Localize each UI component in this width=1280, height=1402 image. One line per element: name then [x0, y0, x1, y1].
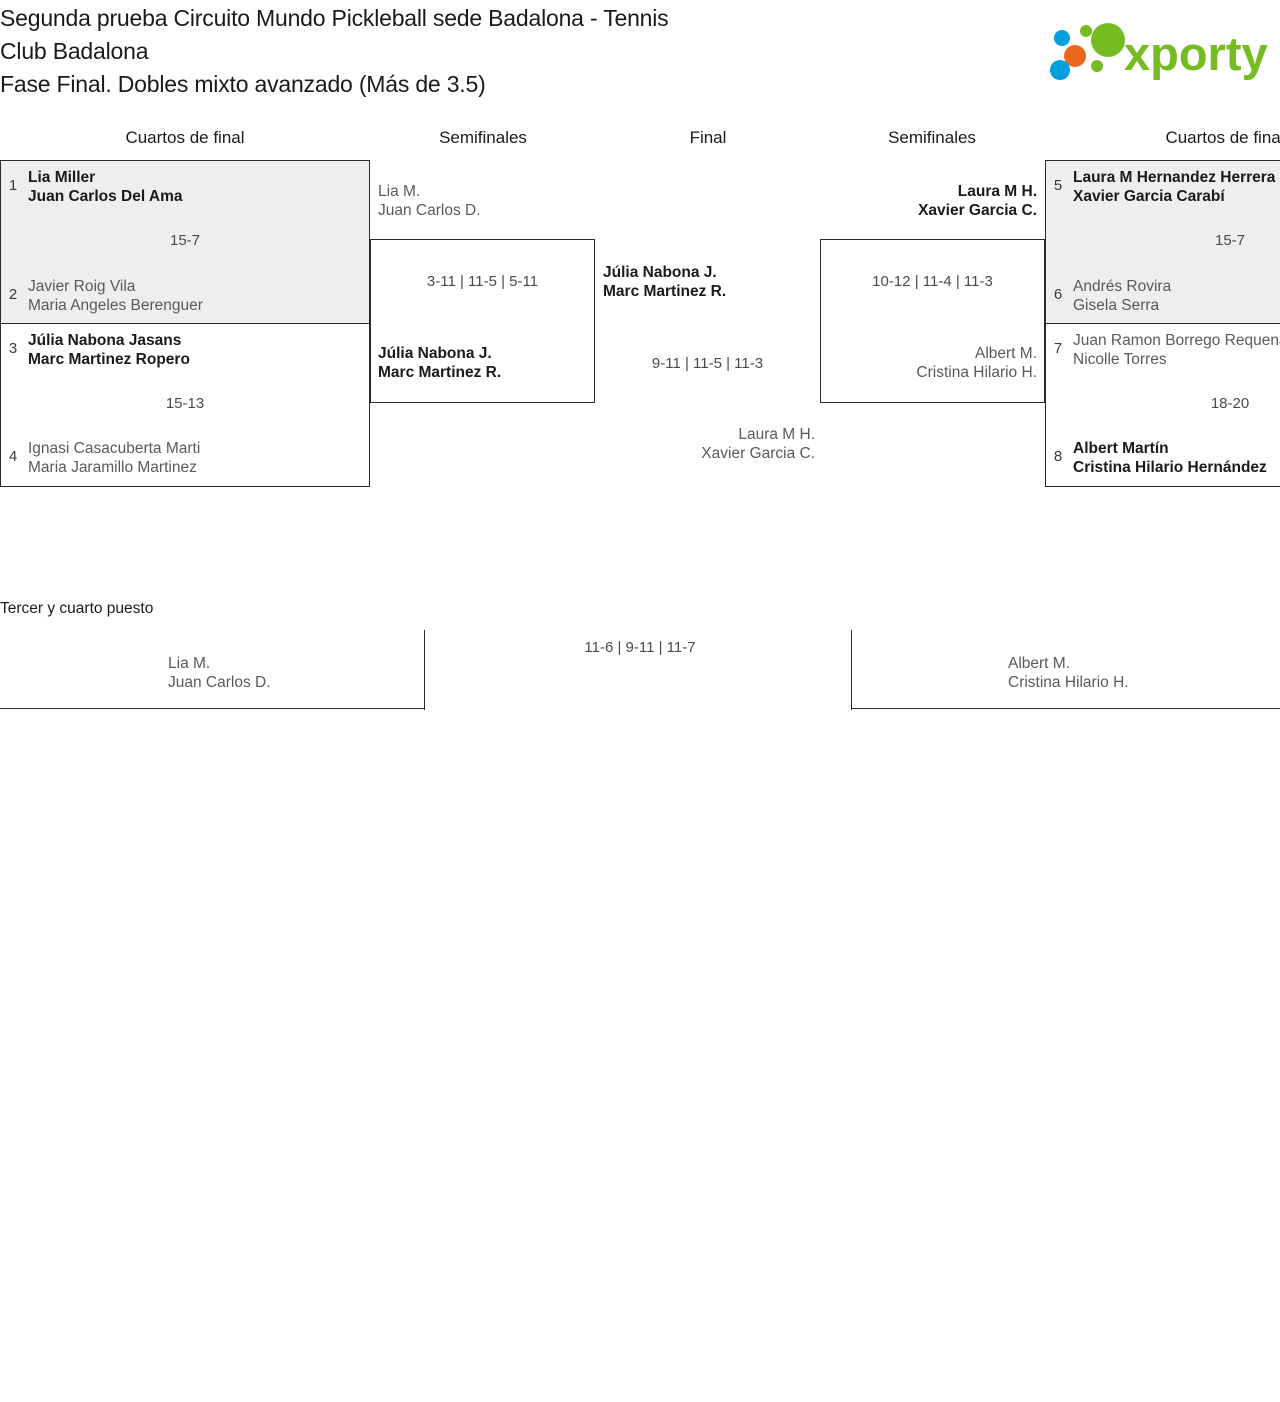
- player-name: Marc Martinez Ropero: [28, 351, 190, 368]
- seed-number-1: 1: [8, 177, 18, 194]
- player-name: Marc Martinez R.: [603, 283, 727, 300]
- round-header-semifinals-left: Semifinales: [439, 128, 527, 147]
- seed-number-8: 8: [1053, 448, 1063, 465]
- round-header-semifinals-right: Semifinales: [888, 128, 976, 147]
- player-name: Maria Jaramillo Martinez: [28, 459, 197, 476]
- player-name: Xavier Garcia Carabí: [1073, 188, 1225, 205]
- player-name: Laura M H.: [957, 183, 1037, 200]
- player-name: Júlia Nabona J.: [603, 264, 717, 281]
- player-name: Albert M.: [974, 345, 1037, 362]
- player-name: Lia M.: [168, 655, 211, 672]
- team-qf-right-2-bottom: Albert Martín Cristina Hilario Hernández: [1073, 439, 1267, 477]
- score-final: 9-11 | 11-5 | 11-3: [651, 355, 764, 372]
- player-name: Marc Martinez R.: [378, 364, 502, 381]
- third-place-bracket-line-right-vertical: [851, 630, 853, 710]
- team-sf-left-bottom: Júlia Nabona J. Marc Martinez R.: [378, 344, 501, 382]
- seed-number-6: 6: [1053, 286, 1063, 303]
- seed-number-3: 3: [8, 340, 18, 357]
- seed-number-2: 2: [8, 286, 18, 303]
- team-third-place-right: Albert M. Cristina Hilario H.: [1008, 654, 1129, 692]
- svg-text:xporty: xporty: [1124, 27, 1268, 80]
- page-title-line-1: Segunda prueba Circuito Mundo Pickleball…: [0, 5, 669, 31]
- match-box-qf-left-2[interactable]: [0, 323, 370, 487]
- seed-number-5: 5: [1053, 177, 1063, 194]
- player-name: Cristina Hilario H.: [1008, 674, 1129, 691]
- page-title: Segunda prueba Circuito Mundo Pickleball…: [0, 2, 900, 101]
- team-qf-right-1-top: Laura M Hernandez Herrera Xavier Garcia …: [1073, 168, 1275, 206]
- round-header-final: Final: [689, 128, 727, 147]
- page-title-line-3: Fase Final. Dobles mixto avanzado (Más d…: [0, 71, 486, 97]
- team-qf-right-2-top: Juan Ramon Borrego Requena Nicolle Torre…: [1073, 331, 1280, 369]
- player-name: Cristina Hilario H.: [916, 364, 1037, 381]
- player-name: Juan Ramon Borrego Requena: [1073, 332, 1280, 349]
- player-name: Ignasi Casacuberta Marti: [28, 440, 201, 457]
- player-name: Juan Carlos Del Ama: [28, 188, 183, 205]
- xporty-logo-icon: xporty: [1050, 23, 1268, 80]
- player-name: Nicolle Torres: [1073, 351, 1167, 368]
- team-sf-left-top: Lia M. Juan Carlos D.: [378, 182, 481, 220]
- team-qf-left-2-bottom: Ignasi Casacuberta Marti Maria Jaramillo…: [28, 439, 200, 477]
- round-header-quarterfinals-right: Cuartos de final: [1165, 128, 1280, 147]
- player-name: Cristina Hilario Hernández: [1073, 459, 1267, 476]
- score-qf-right-2: 18-20: [1210, 395, 1250, 412]
- team-sf-right-bottom: Albert M. Cristina Hilario H.: [837, 344, 1037, 382]
- team-final-bottom: Laura M H. Xavier Garcia C.: [615, 425, 815, 463]
- score-qf-left-2: 15-13: [165, 395, 205, 412]
- player-name: Júlia Nabona J.: [378, 345, 492, 362]
- player-name: Júlia Nabona Jasans: [28, 332, 182, 349]
- player-name: Andrés Rovira: [1073, 278, 1172, 295]
- player-name: Gisela Serra: [1073, 297, 1160, 314]
- third-place-title: Tercer y cuarto puesto: [0, 600, 154, 617]
- match-box-qf-left-1[interactable]: [0, 160, 370, 324]
- team-qf-left-1-bottom: Javier Roig Vila Maria Angeles Berenguer: [28, 277, 203, 315]
- player-name: Lia M.: [378, 183, 421, 200]
- score-qf-left-1: 15-7: [169, 232, 201, 249]
- page-title-line-2: Club Badalona: [0, 38, 149, 64]
- player-name: Albert M.: [1008, 655, 1071, 672]
- player-name: Laura M H.: [738, 426, 815, 443]
- player-name: Maria Angeles Berenguer: [28, 297, 203, 314]
- match-box-sf-right[interactable]: [820, 239, 1045, 403]
- player-name: Juan Carlos D.: [168, 674, 271, 691]
- player-name: Albert Martín: [1073, 440, 1169, 457]
- score-third-place: 11-6 | 9-11 | 11-7: [584, 639, 696, 656]
- team-final-top: Júlia Nabona J. Marc Martinez R.: [603, 263, 726, 301]
- seed-number-7: 7: [1053, 340, 1063, 357]
- player-name: Juan Carlos D.: [378, 202, 481, 219]
- third-place-bracket-line-left-vertical: [424, 630, 426, 710]
- player-name: Laura M Hernandez Herrera: [1073, 169, 1276, 186]
- team-qf-right-1-bottom: Andrés Rovira Gisela Serra: [1073, 277, 1171, 315]
- player-name: Xavier Garcia C.: [701, 445, 815, 462]
- player-name: Lia Miller: [28, 169, 96, 186]
- team-qf-left-1-top: Lia Miller Juan Carlos Del Ama: [28, 168, 182, 206]
- match-box-sf-left[interactable]: [370, 239, 595, 403]
- round-header-quarterfinals-left: Cuartos de final: [125, 128, 245, 147]
- team-sf-right-top: Laura M H. Xavier Garcia C.: [837, 182, 1037, 220]
- seed-number-4: 4: [8, 448, 18, 465]
- third-place-bracket-line-left-horizontal: [0, 708, 425, 710]
- score-sf-right: 10-12 | 11-4 | 11-3: [872, 273, 993, 290]
- score-qf-right-1: 15-7: [1214, 232, 1246, 249]
- player-name: Javier Roig Vila: [28, 278, 136, 295]
- xporty-logo: xporty: [1040, 18, 1280, 88]
- team-qf-left-2-top: Júlia Nabona Jasans Marc Martinez Ropero: [28, 331, 190, 369]
- score-sf-left: 3-11 | 11-5 | 5-11: [426, 273, 539, 290]
- player-name: Xavier Garcia C.: [918, 202, 1037, 219]
- match-box-qf-right-2[interactable]: [1045, 323, 1280, 487]
- team-third-place-left: Lia M. Juan Carlos D.: [168, 654, 271, 692]
- third-place-bracket-line-right-horizontal: [851, 708, 1280, 710]
